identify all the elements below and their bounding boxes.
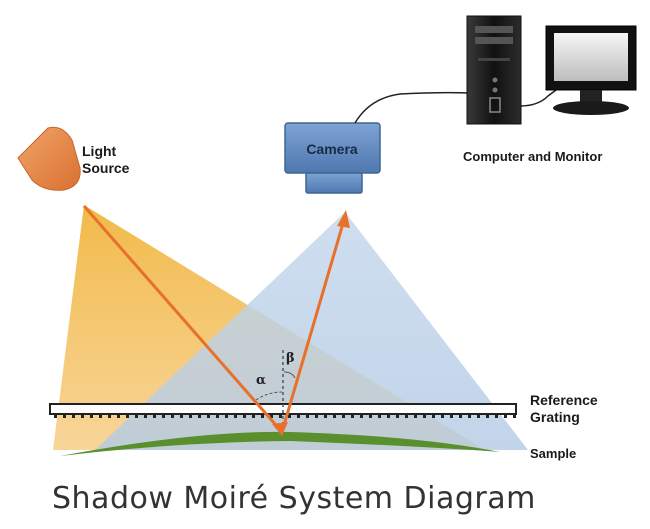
grating-tooth [117, 414, 120, 418]
beta-label: β [286, 351, 295, 366]
grating-tooth [279, 414, 282, 418]
grating-tooth [81, 414, 84, 418]
incident-ray-arrowhead [272, 422, 288, 436]
grating-tooth [342, 414, 345, 418]
light-source-label: Light Source [82, 143, 129, 177]
camera-label: Camera [306, 141, 358, 157]
grating-tooth [360, 414, 363, 418]
diagram-title: Shadow Moiré System Diagram [52, 481, 536, 516]
grating-tooth [315, 414, 318, 418]
grating-tooth [162, 414, 165, 418]
grating-tooth [225, 414, 228, 418]
grating-tooth [207, 414, 210, 418]
monitor-cable [519, 89, 557, 107]
grating-tooth [135, 414, 138, 418]
grating-tooth [513, 414, 516, 418]
grating-tooth [351, 414, 354, 418]
incident-ray [82, 205, 284, 433]
grating-tooth [90, 414, 93, 418]
grating-tooth [486, 414, 489, 418]
grating-tooth [216, 414, 219, 418]
monitor-icon [545, 25, 637, 115]
grating-tooth [72, 414, 75, 418]
grating-tooth [261, 414, 264, 418]
grating-tooth [441, 414, 444, 418]
grating-tooth [333, 414, 336, 418]
alpha-arc [255, 391, 283, 401]
computer-tower-icon [466, 15, 522, 125]
grating-tooth [189, 414, 192, 418]
grating-tooth [387, 414, 390, 418]
grating-tooth [270, 414, 273, 418]
grating-tooth [378, 414, 381, 418]
grating-tooth [306, 414, 309, 418]
grating-tooth [504, 414, 507, 418]
reference-grating-label-line2: Grating [530, 409, 580, 425]
alpha-label: α [256, 373, 266, 388]
grating-tooth [252, 414, 255, 418]
grating-tooth [459, 414, 462, 418]
reflected-ray [280, 219, 346, 433]
beta-arc [283, 371, 296, 379]
camera-icon: Camera [284, 122, 381, 194]
grating-tooth [108, 414, 111, 418]
reference-grating-label-line1: Reference [530, 392, 598, 408]
grating-tooth [450, 414, 453, 418]
grating-tooth [288, 414, 291, 418]
sample-label: Sample [530, 446, 577, 461]
grating-tooth [243, 414, 246, 418]
grating-tooth [54, 414, 57, 418]
reflected-ray-arrowhead [337, 210, 350, 228]
grating-tooth [153, 414, 156, 418]
light-source-icon [17, 126, 81, 191]
grating-tooth [63, 414, 66, 418]
computer-monitor-label: Computer and Monitor [463, 149, 603, 164]
sample-surface [60, 431, 500, 456]
grating-tooth [324, 414, 327, 418]
reference-grating-label: Reference Grating [530, 392, 598, 426]
grating-tooth [171, 414, 174, 418]
light-source-label-line2: Source [82, 160, 130, 176]
grating-tooth [396, 414, 399, 418]
grating-tooth [144, 414, 147, 418]
grating-tooth [297, 414, 300, 418]
grating-tooth [477, 414, 480, 418]
grating-tooth [423, 414, 426, 418]
grating-tooth [495, 414, 498, 418]
grating-tooth [198, 414, 201, 418]
grating-tooth [369, 414, 372, 418]
light-source-label-line1: Light [82, 143, 117, 159]
grating-tooth [180, 414, 183, 418]
grating-tooth [99, 414, 102, 418]
grating-tooth [468, 414, 471, 418]
grating-tooth [414, 414, 417, 418]
grating-tooth [234, 414, 237, 418]
grating-tooth [432, 414, 435, 418]
grating-tooth [405, 414, 408, 418]
camera-cable [354, 91, 471, 124]
grating-tooth [126, 414, 129, 418]
